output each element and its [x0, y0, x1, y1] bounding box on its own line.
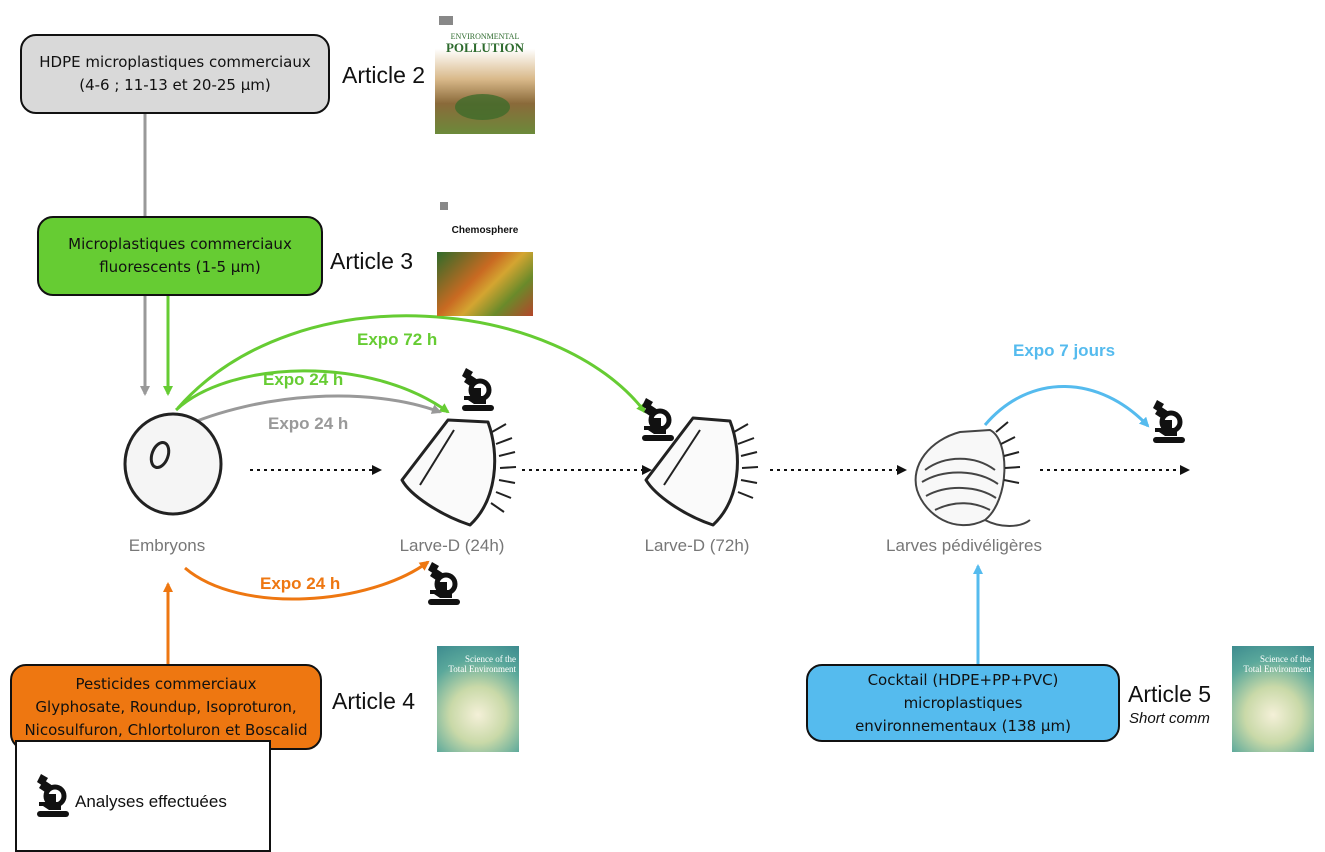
- larva-d-24h-illustration: [400, 418, 517, 527]
- arrow-green-72h: [176, 314, 647, 414]
- larva-d-72h-illustration: [644, 416, 759, 527]
- legend-box: Analyses effectuées: [15, 740, 271, 852]
- box-hdpe-text: HDPE microplastiques commerciaux (4-6 ; …: [39, 53, 311, 94]
- expo-label-orange-24h: Expo 24 h: [260, 574, 341, 593]
- cover-chemo-title: Chemosphere: [451, 225, 519, 236]
- expo-label-green-24h: Expo 24 h: [263, 370, 344, 389]
- cover-stoten4-title-1: Science of the: [465, 654, 516, 664]
- embryo-illustration: [123, 412, 223, 516]
- microscope-icon: [642, 398, 674, 441]
- article-3-label: Article 3: [330, 248, 414, 274]
- microscope-icon: [1153, 400, 1185, 443]
- cover-ep-title-2: POLLUTION: [445, 40, 524, 55]
- box-pesticides-text: Pesticides commerciaux Glyphosate, Round…: [24, 674, 308, 739]
- microscope-icon: [462, 368, 494, 411]
- cover-stoten4-title-2: Total Environment: [448, 664, 516, 674]
- box-pesticides: Pesticides commerciaux Glyphosate, Round…: [10, 664, 322, 750]
- legend-label: Analyses effectuées: [75, 792, 227, 811]
- article-2-label: Article 2: [342, 62, 426, 88]
- article-4-label: Article 4: [332, 688, 416, 714]
- cover-stoten5-title-1: Science of the: [1260, 654, 1311, 664]
- cover-ep-title-1: ENVIRONMENTAL: [450, 32, 520, 41]
- cover-stoten5-title-2: Total Environment: [1243, 664, 1311, 674]
- arrow-green-24h: [174, 369, 450, 414]
- expo-label-blue-7j: Expo 7 jours: [1013, 341, 1116, 360]
- microscope-icon: [37, 774, 69, 817]
- box-cocktail-microplastics: Cocktail (HDPE+PP+PVC) microplastiques e…: [806, 664, 1120, 742]
- journal-cover-stoten-article-5: Science of the Total Environment: [1232, 646, 1314, 752]
- journal-cover-chemosphere: Chemosphere: [437, 192, 533, 316]
- box-fluo-text: Microplastiques commerciaux fluorescents…: [68, 235, 292, 276]
- stage-label-embryons: Embryons: [128, 536, 206, 555]
- stage-label-larve-24h: Larve-D (24h): [399, 536, 505, 555]
- expo-label-grey-24h: Expo 24 h: [268, 414, 349, 433]
- arrow-grey-24h: [179, 394, 442, 430]
- microscope-icon: [428, 562, 460, 605]
- stage-label-pediveligeres: Larves pédivéligères: [886, 536, 1042, 555]
- journal-cover-environmental-pollution: ENVIRONMENTAL POLLUTION: [435, 12, 535, 134]
- arrow-orange-24h: [184, 560, 430, 601]
- article-5-note: Short comm: [1129, 710, 1210, 727]
- box-cocktail-text: Cocktail (HDPE+PP+PVC) microplastiques e…: [855, 670, 1071, 735]
- article-5-label: Article 5: [1128, 681, 1212, 707]
- arrow-blue-7j: [983, 385, 1150, 428]
- box-fluorescent-microplastics: Microplastiques commerciaux fluorescents…: [37, 216, 323, 296]
- box-hdpe-commercial: HDPE microplastiques commerciaux (4-6 ; …: [20, 34, 330, 114]
- stage-label-larve-72h: Larve-D (72h): [644, 536, 750, 555]
- pediveliger-illustration: [914, 421, 1031, 527]
- expo-label-green-72h: Expo 72 h: [357, 330, 438, 349]
- journal-cover-stoten-article-4: Science of the Total Environment: [437, 646, 519, 752]
